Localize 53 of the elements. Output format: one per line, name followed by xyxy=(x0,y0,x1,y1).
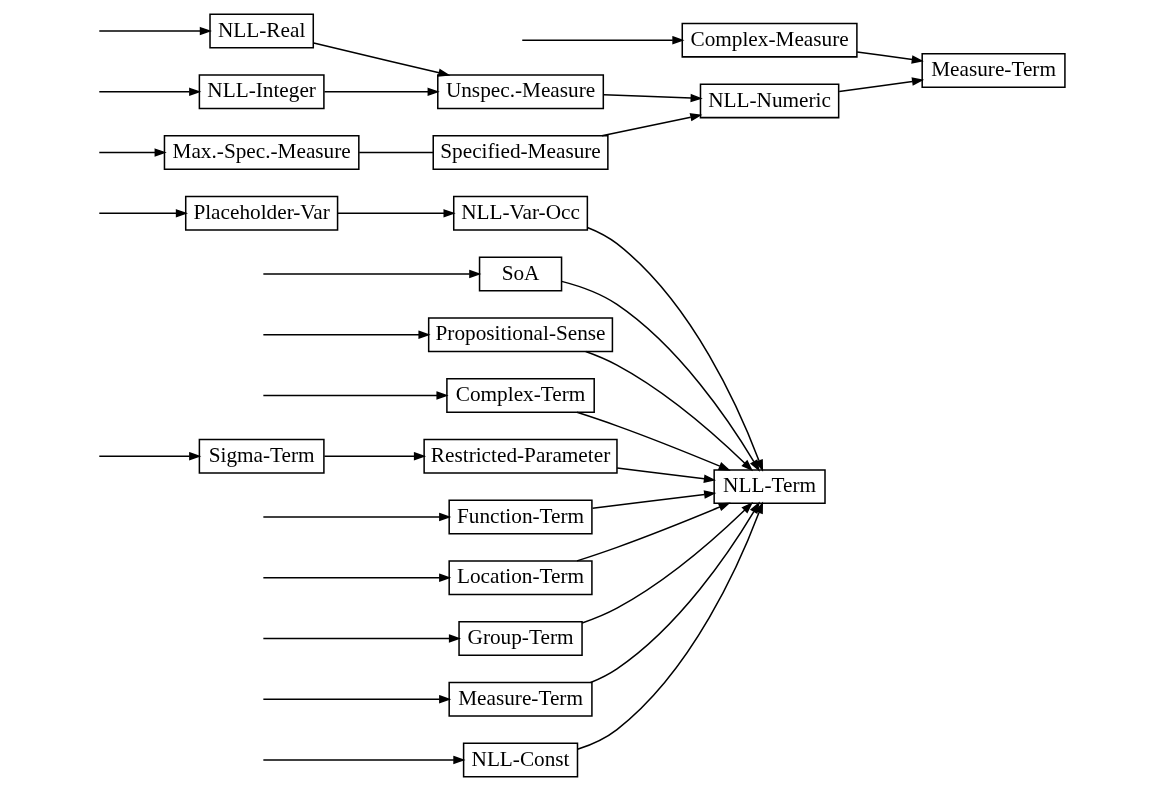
arrow xyxy=(838,77,925,93)
node-box: NLL-Integer xyxy=(198,74,325,110)
node-box: SoA xyxy=(478,256,563,292)
arrow xyxy=(323,451,427,461)
arrow xyxy=(337,209,456,218)
node-box: NLL-Real xyxy=(209,13,315,49)
node-box: Measure-Term xyxy=(448,681,593,717)
arrow xyxy=(581,501,754,624)
arrow xyxy=(603,93,703,103)
node-box: Unspec.-Measure xyxy=(437,74,605,110)
arrow xyxy=(576,411,731,471)
arrow xyxy=(262,330,431,340)
node-box: Function-Term xyxy=(448,499,593,535)
node-box: NLL-Const xyxy=(462,742,579,778)
arrow xyxy=(262,755,466,765)
arrow xyxy=(323,87,440,97)
node-box: Restricted-Parameter xyxy=(423,438,618,474)
arrow xyxy=(591,490,717,510)
arrow xyxy=(262,634,462,643)
node-box: Complex-Term xyxy=(446,378,595,413)
node-box: NLL-Numeric xyxy=(699,83,840,119)
node-box: Specified-Measure xyxy=(432,135,609,170)
arrow xyxy=(584,350,754,472)
arrow xyxy=(560,280,760,472)
connector xyxy=(358,151,434,154)
node-box: Location-Term xyxy=(448,560,593,596)
arrow xyxy=(98,148,167,157)
node-box: Complex-Measure xyxy=(681,22,858,58)
arrow xyxy=(98,26,212,36)
node-box: Group-Term xyxy=(458,621,583,656)
arrow xyxy=(98,209,188,218)
node-box: Placeholder-Var xyxy=(184,195,339,231)
arrow xyxy=(601,113,703,137)
arrow xyxy=(262,269,482,279)
arrow xyxy=(262,391,449,400)
node-box: Sigma-Term xyxy=(198,438,325,474)
arrow xyxy=(589,501,760,684)
arrow xyxy=(856,51,924,64)
arrow xyxy=(262,573,452,582)
arrow xyxy=(98,451,202,461)
arrow xyxy=(262,512,452,522)
arrow xyxy=(616,467,716,483)
node-box: NLL-Term xyxy=(713,469,826,505)
arrow xyxy=(98,87,202,97)
node-box: Propositional-Sense xyxy=(427,317,614,353)
arrow xyxy=(262,694,452,704)
arrow xyxy=(576,502,731,562)
arrow xyxy=(312,42,451,77)
arrow xyxy=(586,226,764,472)
arrow xyxy=(521,35,685,45)
node-box: NLL-Var-Occ xyxy=(452,195,589,231)
node-box: Max.-Spec.-Measure xyxy=(163,135,360,170)
node-box: Measure-Term xyxy=(921,53,1066,88)
